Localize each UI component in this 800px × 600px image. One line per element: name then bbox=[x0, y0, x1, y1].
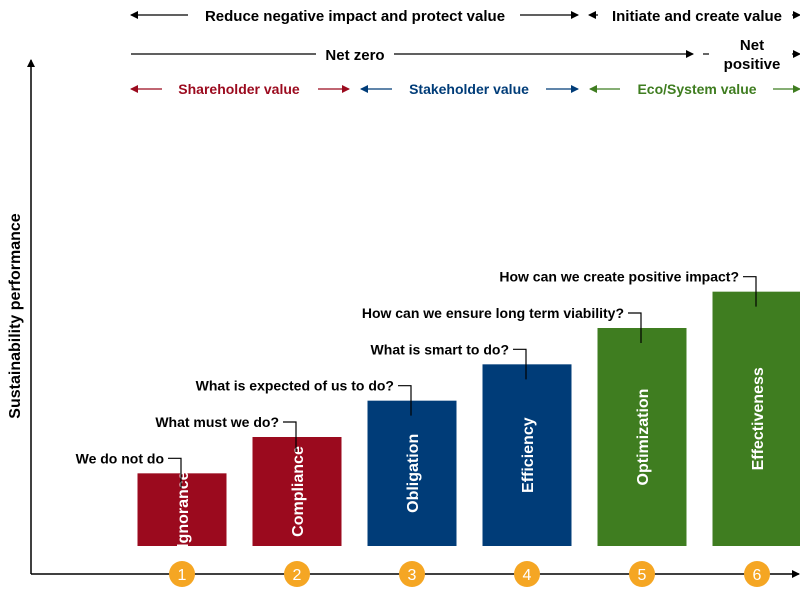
initiate-label: Initiate and create value bbox=[612, 8, 782, 25]
bar-label: Effectiveness bbox=[750, 367, 767, 470]
net-zero-label: Net zero bbox=[325, 47, 384, 64]
question-leader-line bbox=[743, 276, 757, 307]
bar-label: Ignorance bbox=[175, 471, 192, 548]
shareholder-label: Shareholder value bbox=[178, 81, 300, 97]
bar-label: Obligation bbox=[405, 434, 422, 513]
stakeholder-label: Stakeholder value bbox=[409, 81, 529, 97]
bar-label: Compliance bbox=[290, 446, 307, 537]
bar-obligation bbox=[367, 400, 457, 546]
bar-efficiency bbox=[482, 364, 572, 546]
step-number: 5 bbox=[638, 567, 647, 584]
bar-question: What is smart to do? bbox=[371, 341, 509, 357]
bar-group-6: Effectiveness How can we create positive … bbox=[499, 269, 800, 587]
bar-ignorance bbox=[137, 473, 227, 546]
step-circle bbox=[284, 561, 310, 587]
bar-effectiveness bbox=[712, 291, 800, 546]
question-leader-line bbox=[398, 385, 412, 416]
step-circle bbox=[744, 561, 770, 587]
bar-group-3: Obligation What is expected of us to do? 3 bbox=[196, 378, 457, 587]
step-number: 4 bbox=[523, 567, 532, 584]
question-leader-line bbox=[628, 312, 642, 343]
bar-question: How can we create positive impact? bbox=[499, 269, 739, 285]
bar-compliance bbox=[252, 437, 342, 546]
y-axis-label: Sustainability performance bbox=[7, 213, 24, 418]
header-row-net-targets: Net zero Net positive bbox=[131, 37, 800, 73]
net-positive-label-line2: positive bbox=[724, 56, 781, 73]
bar-group-5: Optimization How can we ensure long term … bbox=[362, 305, 687, 587]
step-circle bbox=[629, 561, 655, 587]
question-leader-line bbox=[513, 348, 527, 380]
bar-group-1: Ignorance We do not do 1 bbox=[76, 450, 227, 587]
net-positive-label-line1: Net bbox=[740, 37, 764, 54]
bar-label: Efficiency bbox=[520, 417, 537, 493]
bar-question: We do not do bbox=[76, 450, 164, 466]
step-number: 6 bbox=[753, 567, 762, 584]
question-leader-line bbox=[168, 457, 182, 489]
bar-group-2: Compliance What must we do? 2 bbox=[155, 414, 342, 587]
step-circle bbox=[514, 561, 540, 587]
step-number: 2 bbox=[293, 567, 302, 584]
bar-question: How can we ensure long term viability? bbox=[362, 305, 624, 321]
bar-optimization bbox=[597, 328, 687, 546]
bar-group-4: Efficiency What is smart to do? 4 bbox=[371, 341, 572, 587]
ecosystem-label: Eco/System value bbox=[637, 81, 756, 97]
bar-question: What must we do? bbox=[155, 414, 279, 430]
step-number: 1 bbox=[178, 567, 187, 584]
step-circle bbox=[169, 561, 195, 587]
step-number: 3 bbox=[408, 567, 417, 584]
bars-layer: Ignorance We do not do 1 Compliance What mus… bbox=[76, 269, 800, 587]
step-circle bbox=[399, 561, 425, 587]
bar-label: Optimization bbox=[635, 389, 652, 486]
bar-question: What is expected of us to do? bbox=[196, 378, 394, 394]
header-row-value-approach: Reduce negative impact and protect value… bbox=[130, 8, 800, 25]
reduce-label: Reduce negative impact and protect value bbox=[205, 8, 505, 25]
question-leader-line bbox=[283, 421, 297, 452]
header-row-value-types: Shareholder value Stakeholder value Eco/… bbox=[130, 81, 800, 97]
